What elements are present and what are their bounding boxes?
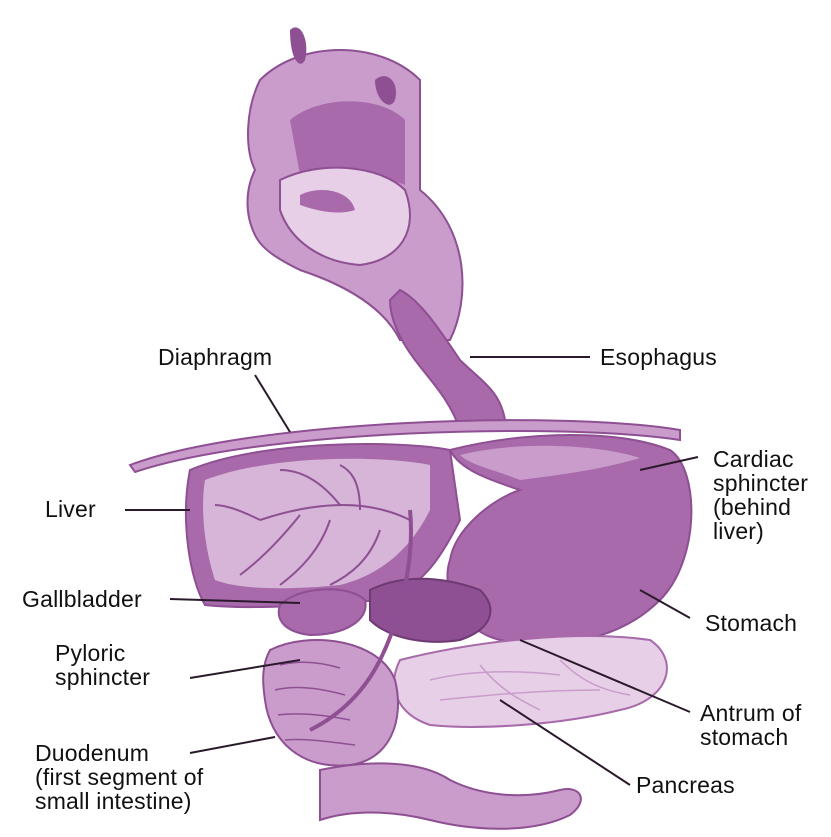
head-cross-section <box>248 27 463 340</box>
duodenum-organ <box>263 640 398 766</box>
label-diaphragm: Diaphragm <box>158 345 272 369</box>
small-intestine-organ <box>320 763 581 828</box>
label-pancreas: Pancreas <box>636 773 735 797</box>
label-gallbladder: Gallbladder <box>22 587 142 611</box>
label-stomach: Stomach <box>705 611 797 635</box>
antrum-organ <box>370 579 490 642</box>
pancreas-organ <box>394 636 667 727</box>
label-antrum: Antrum of stomach <box>700 701 802 749</box>
label-esophagus: Esophagus <box>600 345 717 369</box>
leader-diaphragm <box>255 375 290 432</box>
label-cardiac-sphincter: Cardiac sphincter (behind liver) <box>713 447 808 543</box>
label-duodenum: Duodenum (first segment of small intesti… <box>35 741 203 813</box>
gallbladder-organ <box>279 589 366 635</box>
label-pyloric-sphincter: Pyloric sphincter <box>55 641 150 689</box>
label-liver: Liver <box>45 497 96 521</box>
